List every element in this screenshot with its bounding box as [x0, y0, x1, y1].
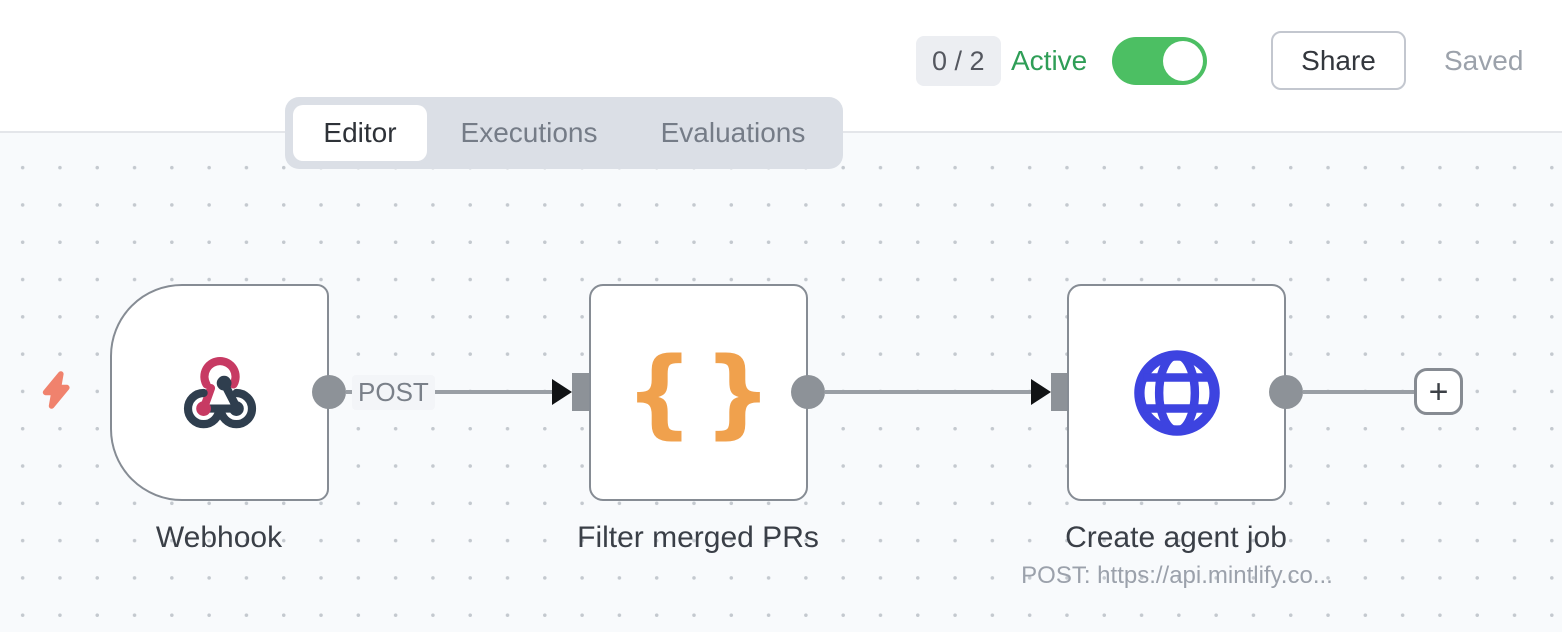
node-create-agent-job[interactable]	[1067, 284, 1286, 501]
node-label-filter-merged-prs[interactable]: Filter merged PRs	[577, 521, 819, 554]
connection-label: POST	[352, 375, 435, 410]
node-label-create-agent-job[interactable]: Create agent job	[1065, 521, 1287, 554]
globe-icon	[1133, 349, 1220, 436]
output-connector[interactable]	[1269, 375, 1303, 409]
input-connector[interactable]	[1051, 373, 1068, 411]
connection-line[interactable]	[346, 390, 552, 394]
node-filter-merged-prs[interactable]: {}	[589, 284, 808, 501]
workflow-canvas[interactable]: POST {} + Webhook Filter merged PRs Cr	[0, 133, 1562, 632]
saved-status: Saved	[1444, 45, 1524, 76]
arrow-icon	[1031, 379, 1051, 405]
tab-editor[interactable]: Editor	[293, 105, 427, 161]
output-connector[interactable]	[791, 375, 825, 409]
toggle-knob-icon	[1163, 41, 1203, 81]
execution-count-badge: 0 / 2	[916, 36, 1001, 86]
webhook-icon	[183, 356, 256, 428]
node-label-webhook[interactable]: Webhook	[155, 521, 283, 554]
arrow-icon	[552, 379, 572, 405]
node-webhook[interactable]	[110, 284, 329, 501]
code-braces-icon: {}	[625, 336, 782, 449]
node-subtitle-create-agent-job: POST: https://api.mintlify.co...	[1021, 562, 1333, 589]
active-toggle[interactable]	[1112, 37, 1207, 85]
lightning-bolt-icon	[42, 371, 70, 409]
active-label: Active	[1011, 45, 1088, 76]
connection-line[interactable]	[825, 390, 1031, 394]
tab-evaluations[interactable]: Evaluations	[660, 117, 806, 148]
tab-executions[interactable]: Executions	[460, 117, 598, 148]
output-connector[interactable]	[312, 375, 346, 409]
connection-line[interactable]	[1303, 390, 1414, 394]
input-connector[interactable]	[572, 373, 589, 411]
view-tabs: Editor Executions Evaluations	[285, 97, 843, 169]
add-node-button[interactable]: +	[1414, 368, 1463, 415]
share-button[interactable]: Share	[1271, 31, 1406, 90]
